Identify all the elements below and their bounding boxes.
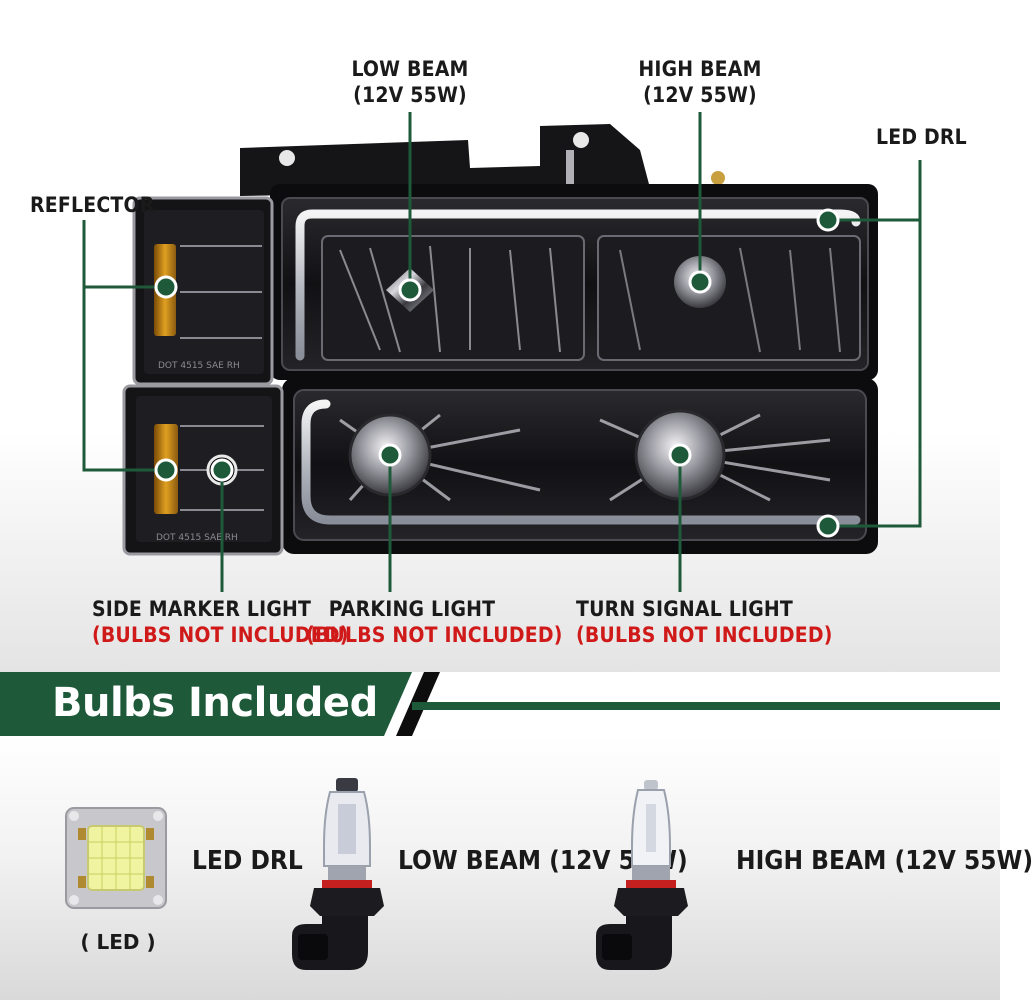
low-beam-callout: LOW BEAM (12V 55W) bbox=[340, 56, 480, 108]
corner-bottom-marking: DOT 4515 SAE RH bbox=[156, 533, 238, 543]
turn-signal-callout-note: (BULBS NOT INCLUDED) bbox=[576, 623, 833, 647]
corner-top-marking: DOT 4515 SAE RH bbox=[158, 361, 240, 371]
high-beam-bulb-label: HIGH BEAM (12V 55W) bbox=[736, 846, 1033, 876]
side-marker-callout-title: SIDE MARKER LIGHT bbox=[92, 597, 312, 621]
headlight-assembly-illustration: DOT 4515 SAE RH DOT 4515 SAE RH bbox=[0, 112, 1000, 672]
low-beam-callout-title: LOW BEAM bbox=[351, 57, 469, 81]
turn-signal-callout: TURN SIGNAL LIGHT (BULBS NOT INCLUDED) bbox=[576, 596, 833, 648]
led-drl-callout: LED DRL bbox=[876, 125, 967, 149]
reflector-callout: REFLECTOR bbox=[30, 193, 155, 217]
banner-title: Bulbs Included bbox=[52, 680, 378, 726]
led-sublabel: ( LED ) bbox=[80, 930, 156, 954]
high-beam-callout-spec: (12V 55W) bbox=[643, 83, 757, 107]
low-beam-bulb-icon bbox=[292, 778, 384, 970]
parking-light-callout: PARKING LIGHT (BULBS NOT INCLUDED) bbox=[306, 596, 563, 648]
low-beam-callout-spec: (12V 55W) bbox=[353, 83, 467, 107]
led-chip-icon bbox=[65, 807, 167, 909]
banner-shape bbox=[0, 672, 1000, 736]
turn-signal-callout-title: TURN SIGNAL LIGHT bbox=[576, 597, 794, 621]
parking-light-callout-title: PARKING LIGHT bbox=[328, 597, 496, 621]
led-drl-bulb-label: LED DRL bbox=[192, 846, 303, 876]
parking-light-callout-note: (BULBS NOT INCLUDED) bbox=[306, 623, 563, 647]
high-beam-callout-title: HIGH BEAM bbox=[638, 57, 762, 81]
side-marker-callout-note: (BULBS NOT INCLUDED) bbox=[92, 623, 349, 647]
side-marker-callout: SIDE MARKER LIGHT (BULBS NOT INCLUDED) bbox=[92, 596, 349, 648]
high-beam-callout: HIGH BEAM (12V 55W) bbox=[630, 56, 770, 108]
high-beam-bulb-icon bbox=[596, 780, 688, 970]
